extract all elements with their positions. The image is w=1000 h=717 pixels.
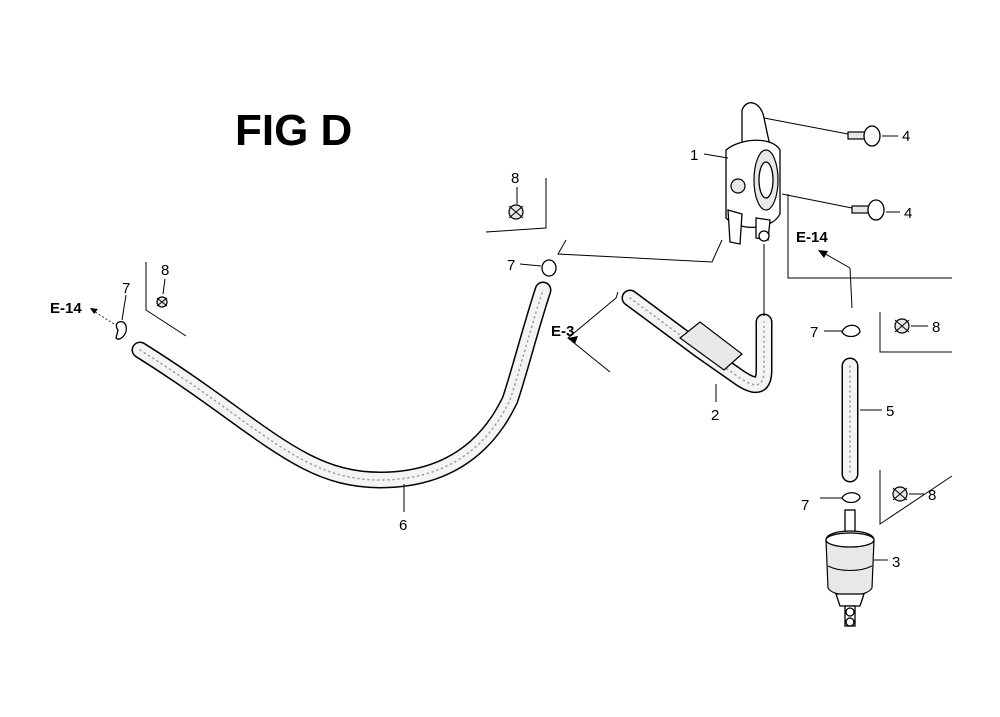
reference-line-right-b — [849, 267, 853, 309]
callout-8-right-bottom: 8 — [928, 487, 936, 504]
callout-6: 6 — [399, 517, 407, 534]
clamp-8-left[interactable] — [156, 296, 168, 308]
bracket-8-right-top — [879, 312, 952, 353]
callout-7-right-bottom: 7 — [801, 497, 809, 514]
bolt-4-lower[interactable] — [851, 199, 885, 221]
callout-2: 2 — [711, 407, 719, 424]
reference-line-right-a — [821, 251, 851, 269]
callout-8-mid: 8 — [511, 170, 519, 187]
reference-arrow-left — [91, 309, 115, 325]
figure-title: FIG D — [235, 106, 352, 155]
clip-7-left[interactable] — [115, 321, 127, 340]
reference-line-e3 — [567, 291, 619, 373]
clamp-8-mid[interactable] — [508, 204, 524, 220]
reference-e3[interactable]: E-3 — [551, 323, 574, 340]
reference-bracket-right — [787, 194, 952, 279]
callout-8-left: 8 — [161, 262, 169, 279]
clamp-8-right-bottom[interactable] — [892, 486, 908, 502]
callout-8-right-top: 8 — [932, 319, 940, 336]
routing-line-mid — [557, 239, 723, 263]
reference-e14-right[interactable]: E-14 — [796, 229, 828, 246]
bracket-8-right-bottom — [879, 470, 953, 525]
arrowhead-e14-right-icon — [818, 250, 828, 258]
leader-bolt-upper — [763, 117, 849, 135]
arrowhead-left-icon — [90, 308, 98, 314]
clip-7-right-bottom[interactable] — [841, 492, 861, 504]
leader-7-left — [121, 294, 127, 321]
callout-7-left: 7 — [122, 280, 130, 297]
callout-5: 5 — [886, 403, 894, 420]
clip-7-right-top[interactable] — [841, 324, 861, 338]
clamp-8-right-top[interactable] — [894, 318, 910, 334]
arrowhead-e3-icon — [568, 336, 578, 344]
bracket-8-left — [145, 262, 187, 337]
bolt-4-upper[interactable] — [847, 125, 881, 147]
bracket-8-mid — [485, 178, 547, 233]
callout-7-right-top: 7 — [810, 324, 818, 341]
callout-1: 1 — [690, 147, 698, 164]
leader-bolt-lower — [781, 193, 853, 209]
leader-1 — [703, 153, 729, 159]
callout-4-upper: 4 — [902, 128, 910, 145]
fuel-filter-3[interactable] — [825, 509, 875, 627]
leader-7-mid — [519, 263, 542, 267]
fuel-pump-1[interactable] — [725, 102, 781, 245]
leader-8-left — [162, 278, 166, 295]
reference-e14-left[interactable]: E-14 — [50, 300, 82, 317]
callout-7-mid: 7 — [507, 257, 515, 274]
callout-3: 3 — [892, 554, 900, 571]
fuel-hose-2[interactable] — [621, 289, 773, 394]
fuel-hose-6[interactable] — [131, 281, 552, 489]
callout-4-lower: 4 — [904, 205, 912, 222]
clip-7-mid[interactable] — [541, 259, 557, 277]
